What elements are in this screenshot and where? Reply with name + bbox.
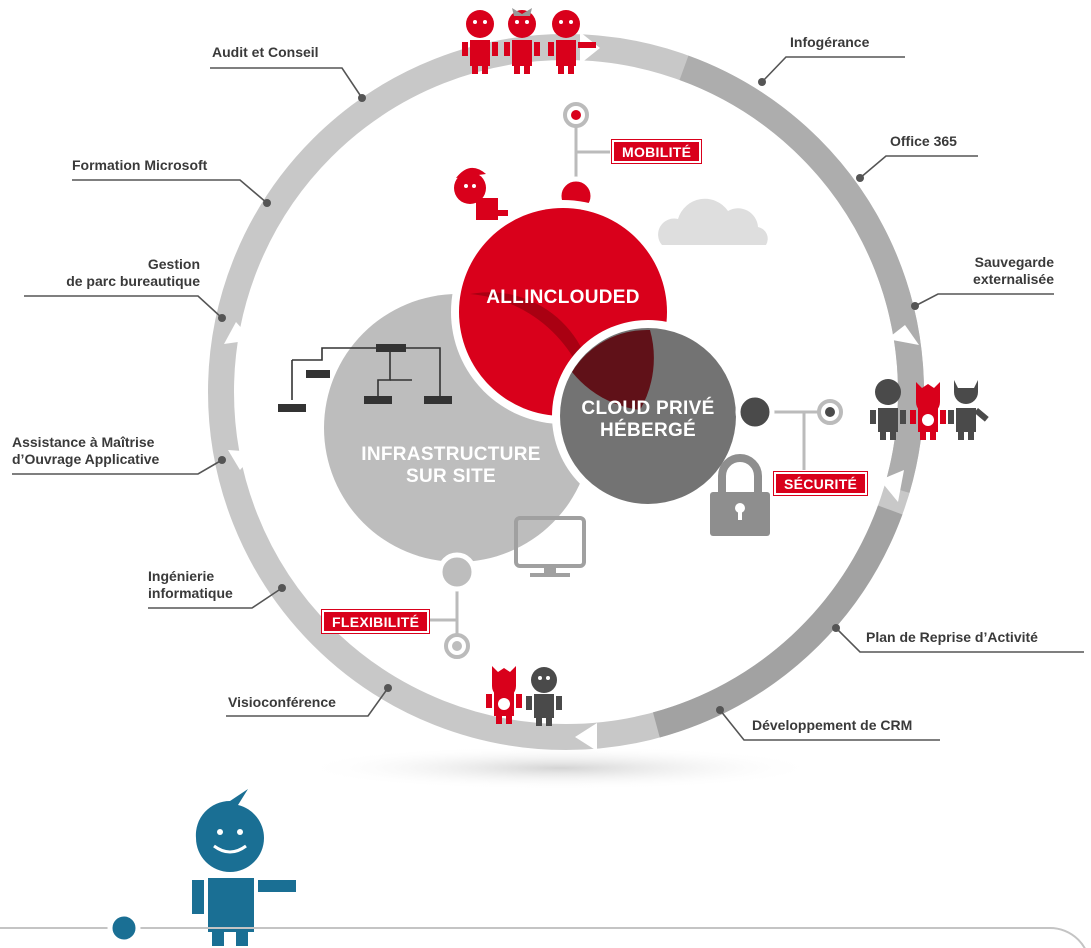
mascot-blue — [192, 789, 296, 946]
label-visio: Visioconférence — [228, 694, 336, 710]
cloud-icon — [658, 198, 768, 245]
bottom-panel-dot — [107, 911, 141, 945]
title-infrastructure-line1: INFRASTRUCTURE — [361, 444, 541, 465]
monitor-icon — [514, 516, 586, 577]
label-audit: Audit et Conseil — [212, 44, 319, 60]
label-infogerance: Infogérance — [790, 34, 870, 50]
mascot-group-bottom — [486, 666, 562, 726]
label-ingenierie: Ingénierie informatique — [148, 568, 233, 602]
label-ingenierie-line1: Ingénierie — [148, 568, 215, 584]
mascot-group-top — [462, 8, 596, 74]
mascot-sitting — [454, 167, 508, 220]
label-sauvegarde-line2: externalisée — [973, 271, 1054, 287]
label-ingenierie-line2: informatique — [148, 585, 233, 601]
tag-securite: SÉCURITÉ — [774, 472, 868, 495]
overlap-dark — [572, 329, 654, 410]
flexibilite-connector — [430, 552, 477, 659]
label-formation: Formation Microsoft — [72, 157, 208, 173]
right-dots — [716, 78, 919, 714]
mobilite-connector — [556, 102, 610, 216]
network-tree-icon — [291, 347, 441, 400]
label-gestion-line2: de parc bureautique — [66, 273, 200, 289]
label-sauvegarde: Sauvegarde externalisée — [930, 254, 1054, 288]
title-infrastructure: INFRASTRUCTURE SUR SITE — [346, 444, 556, 488]
label-assistance-line2: d’Ouvrage Applicative — [12, 451, 160, 467]
label-office: Office 365 — [890, 133, 957, 149]
tag-flexibilite: FLEXIBILITÉ — [322, 610, 430, 633]
left-dots — [218, 94, 392, 692]
securite-connector — [735, 392, 843, 470]
label-sauvegarde-line1: Sauvegarde — [974, 254, 1054, 270]
floor-shadow — [300, 746, 820, 790]
padlock-icon — [710, 454, 770, 536]
title-cloud-prive-line1: CLOUD PRIVÉ — [581, 398, 715, 419]
title-infrastructure-line2: SUR SITE — [405, 466, 497, 487]
label-assistance: Assistance à Maîtrise d’Ouvrage Applicat… — [12, 434, 159, 468]
tag-mobilite: MOBILITÉ — [612, 140, 702, 163]
label-crm: Développement de CRM — [752, 717, 913, 733]
bottom-panel-border — [0, 927, 1086, 948]
title-allinclouded: ALLINCLOUDED — [486, 287, 640, 308]
left-leaders — [12, 67, 389, 717]
label-assistance-line1: Assistance à Maîtrise — [12, 434, 155, 450]
title-cloud-prive-line2: HÉBERGÉ — [599, 420, 697, 441]
label-gestion-line1: Gestion — [147, 256, 200, 272]
right-leaders — [719, 56, 1084, 741]
title-cloud-prive: CLOUD PRIVÉ HÉBERGÉ — [568, 398, 728, 442]
label-pra: Plan de Reprise d’Activité — [866, 629, 1038, 645]
mascot-group-right — [870, 379, 989, 440]
server-icons — [278, 344, 452, 412]
label-gestion: Gestion de parc bureautique — [24, 256, 200, 290]
